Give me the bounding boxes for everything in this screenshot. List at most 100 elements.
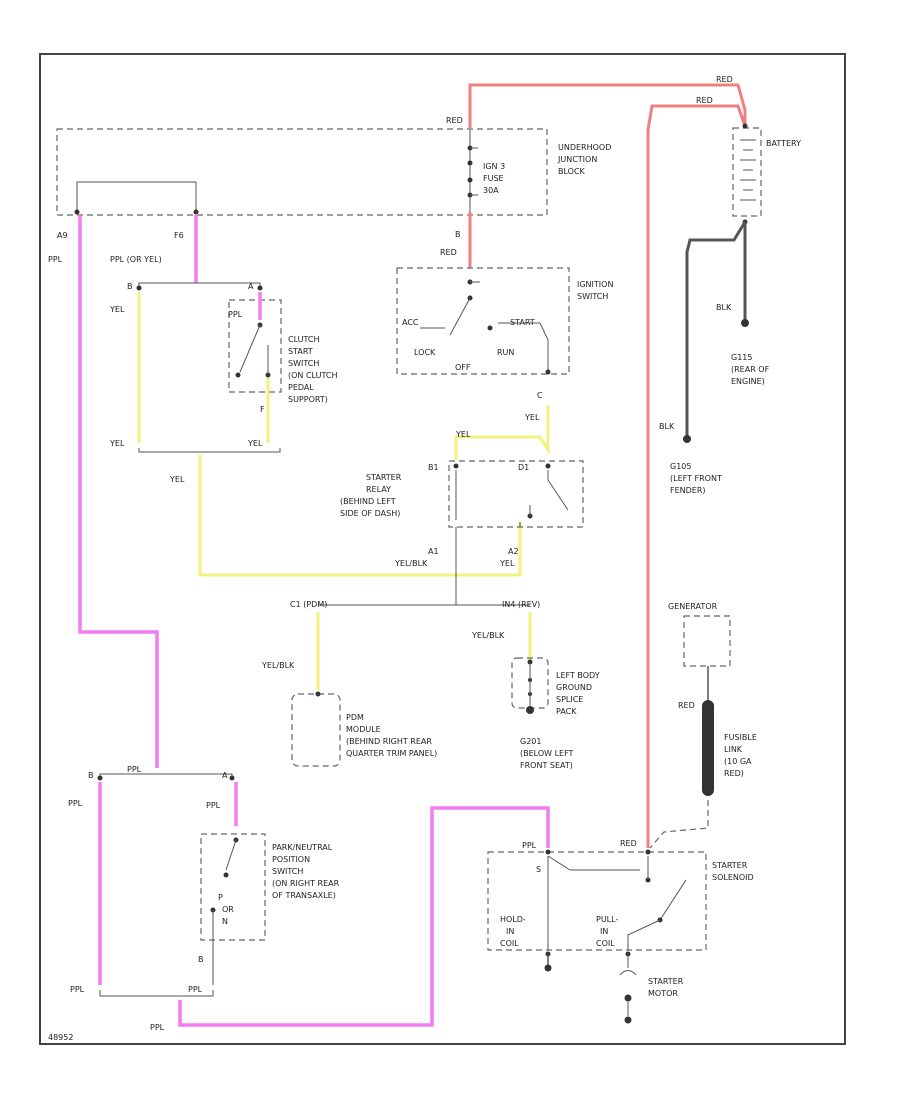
label-b-terminal: B: [455, 230, 461, 239]
label-yel-c4: YEL: [169, 475, 185, 484]
label-splice-3: SPLICE: [556, 695, 583, 704]
label-ppl-p6: PPL: [150, 1023, 165, 1032]
label-pdm-1: PDM: [346, 713, 364, 722]
label-red-sol: RED: [620, 839, 637, 848]
label-conn-left: C1 (PDM): [290, 600, 327, 609]
label-blk-2: BLK: [659, 422, 675, 431]
label-g201-3: FRONT SEAT): [520, 761, 573, 770]
label-pdm-2: MODULE: [346, 725, 381, 734]
label-pdm-4: QUARTER TRIM PANEL): [346, 749, 437, 758]
label-yel-blk: YEL/BLK: [394, 559, 428, 568]
label-g105-3: FENDER): [670, 486, 706, 495]
wire-red-battery-feed: [468, 83, 747, 128]
label-clutch-5: PEDAL: [288, 383, 314, 392]
label-relay-3: (BEHIND LEFT: [340, 497, 396, 506]
ground-g105: [683, 435, 691, 443]
label-ignition-2: SWITCH: [577, 292, 608, 301]
label-off: OFF: [455, 363, 471, 372]
label-ppl-clutch: PPL: [228, 310, 243, 319]
wire-red-solenoid-feed: [646, 104, 747, 848]
wire-ppl-solenoid: [178, 806, 550, 1027]
label-pull-3: COIL: [596, 939, 615, 948]
label-pn-a: A: [222, 771, 228, 780]
label-yel-c1: YEL: [109, 305, 125, 314]
label-pull-2: IN: [600, 927, 608, 936]
label-ppl-p5: PPL: [188, 985, 203, 994]
label-generator: GENERATOR: [668, 602, 718, 611]
label-pn-p: P: [218, 893, 223, 902]
label-ppl-or-yel: PPL (OR YEL): [110, 255, 162, 264]
underhood-junction-block: [56, 128, 548, 216]
label-red-batt-2: RED: [696, 96, 713, 105]
label-blk-1: BLK: [716, 303, 732, 312]
label-sol-s: S: [536, 865, 541, 874]
label-clutch-1: CLUTCH: [288, 335, 320, 344]
label-clutch-2: START: [288, 347, 313, 356]
label-ppl-p3: PPL: [206, 801, 221, 810]
label-g115-3: ENGINE): [731, 377, 765, 386]
label-ppl-p4: PPL: [70, 985, 85, 994]
label-red-batt-1: RED: [716, 75, 733, 84]
label-relay-b1: B1: [428, 463, 439, 472]
label-sol-2: SOLENOID: [712, 873, 754, 882]
label-yel-a2: YEL: [499, 559, 515, 568]
label-underhood-1: UNDERHOOD: [558, 143, 611, 152]
label-relay-1: STARTER: [366, 473, 402, 482]
label-clutch-6: SUPPORT): [288, 395, 328, 404]
label-pn-or: OR: [222, 905, 234, 914]
label-hold-2: IN: [506, 927, 514, 936]
label-clutch-b: B: [127, 282, 133, 291]
label-pn-5: OF TRANSAXLE): [272, 891, 336, 900]
ground-solenoid: [544, 964, 552, 972]
label-pn-n: N: [222, 917, 228, 926]
label-red-fl: RED: [678, 701, 695, 710]
label-yel-relay-top: YEL: [455, 430, 471, 439]
ground-g115: [741, 319, 749, 327]
label-relay-2: RELAY: [366, 485, 391, 494]
wire-yel-relay: [454, 405, 550, 460]
label-motor-2: MOTOR: [648, 989, 678, 998]
battery-symbol: [732, 127, 762, 217]
label-relay-d1: D1: [518, 463, 529, 472]
label-run: RUN: [497, 348, 514, 357]
label-underhood-2: JUNCTION: [557, 155, 597, 164]
label-ppl-sol: PPL: [522, 841, 537, 850]
label-fl-1: FUSIBLE: [724, 733, 757, 742]
ground-starter-motor: [624, 1016, 632, 1024]
label-g105-2: (LEFT FRONT: [670, 474, 722, 483]
label-clutch-term: F: [260, 405, 265, 414]
label-conn-right: IN4 (REV): [502, 600, 540, 609]
label-ppl-p2: PPL: [68, 799, 83, 808]
label-pull-1: PULL-: [596, 915, 618, 924]
label-relay-4: SIDE OF DASH): [340, 509, 400, 518]
label-g115-1: G115: [731, 353, 752, 362]
pdm-module: [291, 693, 341, 767]
label-pn-b: B: [88, 771, 94, 780]
starter-motor-symbol: [624, 994, 632, 1002]
label-yel-blk-l: YEL/BLK: [261, 661, 295, 670]
label-ppl-p1: PPL: [127, 765, 142, 774]
label-lock: LOCK: [414, 348, 436, 357]
label-pn-1: PARK/NEUTRAL: [272, 843, 333, 852]
label-g201-2: (BELOW LEFT: [520, 749, 574, 758]
label-sol-1: STARTER: [712, 861, 748, 870]
label-yel-c2: YEL: [109, 439, 125, 448]
wire-ppl-main: [78, 215, 159, 768]
label-clutch-3: SWITCH: [288, 359, 319, 368]
label-pdm-3: (BEHIND RIGHT REAR: [346, 737, 432, 746]
label-g105-1: G105: [670, 462, 691, 471]
label-hold-3: COIL: [500, 939, 519, 948]
label-hold-1: HOLD-: [500, 915, 526, 924]
ground-g201: [526, 706, 534, 714]
label-yel-c3: YEL: [247, 439, 263, 448]
label-battery: BATTERY: [766, 139, 801, 148]
label-pn-term: B: [198, 955, 204, 964]
starter-solenoid: [487, 851, 707, 951]
label-g201-1: G201: [520, 737, 541, 746]
label-fuse-3: 30A: [483, 186, 499, 195]
starter-relay: [448, 460, 584, 528]
label-yel-ign: YEL: [524, 413, 540, 422]
ignition-switch: [396, 267, 570, 375]
label-yel-blk-r: YEL/BLK: [471, 631, 505, 640]
